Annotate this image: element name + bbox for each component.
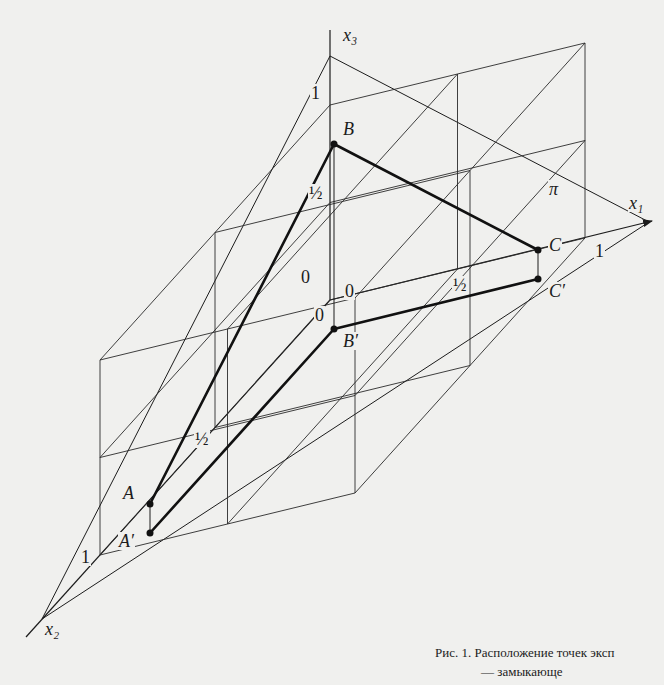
point-label: C′ <box>548 282 566 300</box>
caption-fragment: — замыкающе <box>480 665 564 678</box>
experiment-triangles <box>150 144 538 533</box>
scale-mark: 1 <box>80 548 91 566</box>
origin-mark: 0 <box>300 268 311 286</box>
origin-mark: 0 <box>314 306 325 324</box>
unit-cube-grid <box>100 43 585 555</box>
point-label: C <box>548 236 562 254</box>
figure-caption: Рис. 1. Расположение точек эксп <box>434 646 616 659</box>
origin-mark: 0 <box>344 282 355 300</box>
scale-mark: ½ <box>452 276 468 294</box>
point-label: B′ <box>342 332 359 350</box>
projection-lines <box>150 144 538 533</box>
point-label: B <box>342 120 355 138</box>
plane-label: π <box>548 180 559 198</box>
scale-mark: ½ <box>194 430 210 448</box>
point-label: A <box>122 484 135 502</box>
scale-mark: ½ <box>308 184 324 202</box>
scale-mark: 1 <box>594 242 605 260</box>
coordinate-axes <box>26 30 652 637</box>
scale-mark: 1 <box>310 84 321 102</box>
experiment-points <box>147 141 542 537</box>
axis-label: x₃ <box>342 26 358 44</box>
axis-label: x₁ <box>628 194 644 212</box>
point-label: A′ <box>118 532 135 550</box>
axis-label: x₂ <box>44 620 60 638</box>
plane-pi-trace <box>42 56 649 619</box>
